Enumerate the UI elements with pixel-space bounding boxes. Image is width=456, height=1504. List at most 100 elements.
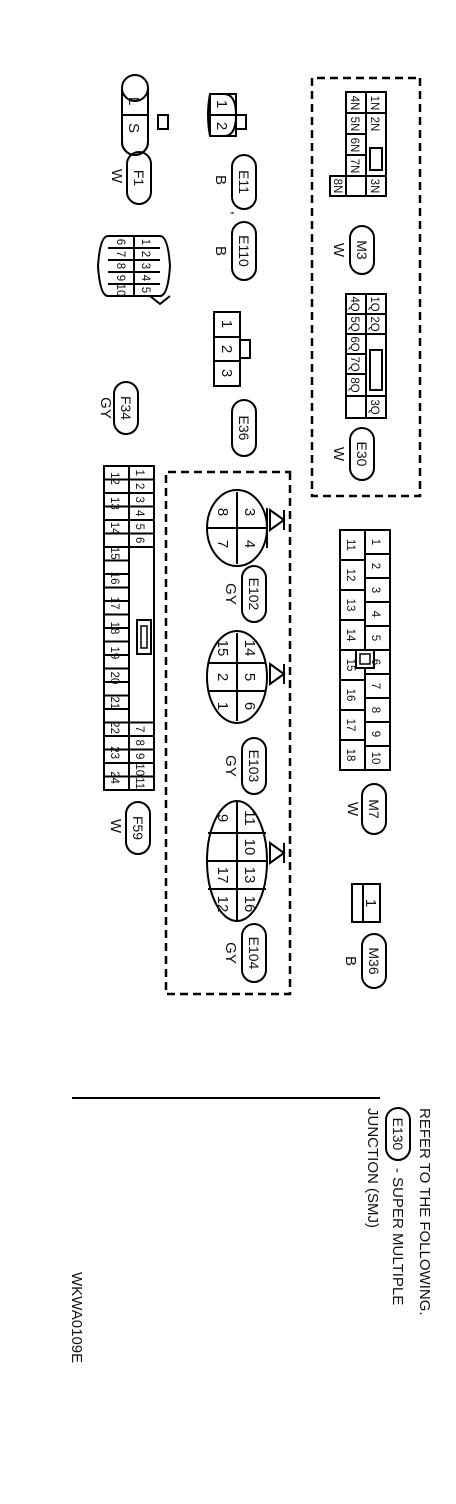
m3-pin-7n: 7N: [348, 159, 360, 174]
m7-pin-5: 5: [369, 635, 381, 641]
f59-pin-2: 2: [133, 483, 145, 489]
e103-color: GY: [222, 755, 239, 777]
m7-pin-15: 15: [344, 659, 356, 672]
f34-pin-7: 7: [114, 251, 126, 257]
f59-pin-12: 12: [108, 472, 120, 485]
f59-pin-9: 9: [133, 753, 145, 759]
e104-tag: [241, 923, 267, 983]
e30-tag-label: E30: [354, 442, 370, 467]
e104-pin-12: 12: [214, 896, 231, 913]
e110-color: B: [212, 246, 229, 256]
f34-pin-8: 8: [114, 263, 126, 269]
connector-e30: 1Q 2Q 3Q 4Q 5Q 6Q 7Q 8Q E30 W: [330, 293, 387, 481]
m3-color: W: [330, 243, 347, 258]
f59-tag-label: F59: [130, 816, 146, 840]
f59-pin-24: 24: [108, 771, 120, 784]
e11-tag-label: E11: [236, 170, 252, 194]
e11-color: B: [212, 175, 229, 185]
m7-pin-3: 3: [369, 587, 381, 593]
connector-e103: 14 5 6 15 2 1 E103 GY: [206, 630, 286, 795]
m7-tag-label: M7: [366, 799, 382, 819]
f59-pin-7: 7: [133, 726, 145, 732]
f1-pin-l: L: [125, 97, 142, 105]
e30-color: W: [330, 447, 347, 462]
e104-pin-17: 17: [214, 867, 231, 884]
f59-pin-15: 15: [108, 547, 120, 560]
f59-tag: [125, 801, 151, 855]
connector-m3: 1N 2N 3N 4N 5N 6N 7N 8N M3 W: [329, 91, 387, 275]
f1-tag: [126, 151, 152, 205]
e103-tag-label: E103: [246, 750, 262, 783]
f1-tag-label: F1: [131, 170, 147, 187]
m7-pin-12: 12: [344, 569, 356, 582]
e103-pin-5: 5: [241, 673, 258, 681]
m7-tag: [361, 783, 387, 835]
f34-pin-5: 5: [139, 287, 151, 293]
e11-body: [207, 93, 237, 137]
e36-pin-2: 2: [218, 345, 235, 353]
f59-pin-13: 13: [108, 497, 120, 510]
f34-pin-1: 1: [139, 239, 151, 245]
m7-pin-9: 9: [369, 731, 381, 737]
e30-pin-5q: 5Q: [348, 316, 360, 331]
e104-pin-10: 10: [241, 839, 258, 856]
m7-color: W: [344, 802, 361, 817]
m7-pin-6: 6: [369, 659, 381, 665]
e30-pin-7q: 7Q: [348, 356, 360, 371]
f1-color: W: [108, 169, 125, 184]
f59-pin-19: 19: [108, 647, 120, 660]
f59-pin-18: 18: [108, 622, 120, 635]
f1-body: [121, 74, 149, 156]
note-line-2: - SUPER MULTIPLE: [389, 1168, 406, 1305]
m3-pin-3n: 3N: [368, 179, 380, 194]
connector-f34: 1 2 3 4 5 6 7 8 9 10 F34 GY: [96, 235, 172, 435]
m3-pin-6n: 6N: [348, 138, 360, 153]
e30-pin-1q: 1Q: [368, 296, 380, 311]
m3-pin-5n: 5N: [348, 117, 360, 132]
f59-pin-6: 6: [133, 537, 145, 543]
m3-pin-8n: 8N: [331, 179, 343, 194]
reference-note: REFER TO THE FOLLOWING. E130 - SUPER MUL…: [364, 1107, 433, 1316]
m7-pin-7: 7: [369, 683, 381, 689]
e102-tag: [241, 565, 267, 623]
e103-pin-15: 15: [214, 640, 231, 657]
e103-pin-1: 1: [214, 702, 231, 710]
e102-pin-3: 3: [241, 508, 258, 516]
e103-pin-14: 14: [241, 640, 258, 657]
connector-e110: E110 B: [212, 221, 257, 281]
connector-f1: L S F1 W: [108, 74, 169, 205]
f34-pin-2: 2: [139, 251, 151, 257]
f59-pin-11: 11: [133, 777, 145, 789]
e104-color: GY: [222, 942, 239, 964]
f34-tag-label: F34: [118, 396, 134, 420]
e103-tag: [241, 737, 267, 795]
f59-pin-3: 3: [133, 497, 145, 503]
f34-pin-6: 6: [114, 239, 126, 245]
m7-pin-4: 4: [369, 611, 381, 618]
f59-pin-8: 8: [133, 740, 145, 746]
f59-color: W: [107, 819, 124, 834]
f34-pin-9: 9: [114, 275, 126, 281]
f34-color: GY: [97, 397, 114, 419]
f59-pin-14: 14: [108, 522, 120, 535]
rotated-sheet: L S F1 W 1 2 E11 B , E110 B: [68, 74, 433, 1363]
e103-body: [206, 630, 268, 724]
f59-pin-10: 10: [133, 763, 145, 776]
e104-pin-13: 13: [241, 867, 258, 884]
e104-pin-9: 9: [214, 814, 231, 822]
e130-tag: [385, 1107, 411, 1161]
m36-tag: [361, 933, 387, 989]
e104-pin-16: 16: [241, 896, 258, 913]
m7-pin-2: 2: [369, 563, 381, 569]
connector-e104: 11 10 13 16 9 17 12 E104 GY: [206, 800, 286, 983]
m7-pin-11: 11: [344, 539, 356, 551]
e30-pin-6q: 6Q: [348, 336, 360, 351]
f59-pin-16: 16: [108, 572, 120, 585]
e102-tag-label: E102: [246, 578, 262, 611]
connector-f59: 123456789101112131415161718192021222324 …: [103, 465, 155, 855]
e11-pin-2: 2: [213, 122, 230, 130]
m7-pin-13: 13: [344, 599, 356, 612]
m36-tag-label: M36: [366, 947, 382, 974]
e104-pin-11: 11: [241, 810, 258, 826]
